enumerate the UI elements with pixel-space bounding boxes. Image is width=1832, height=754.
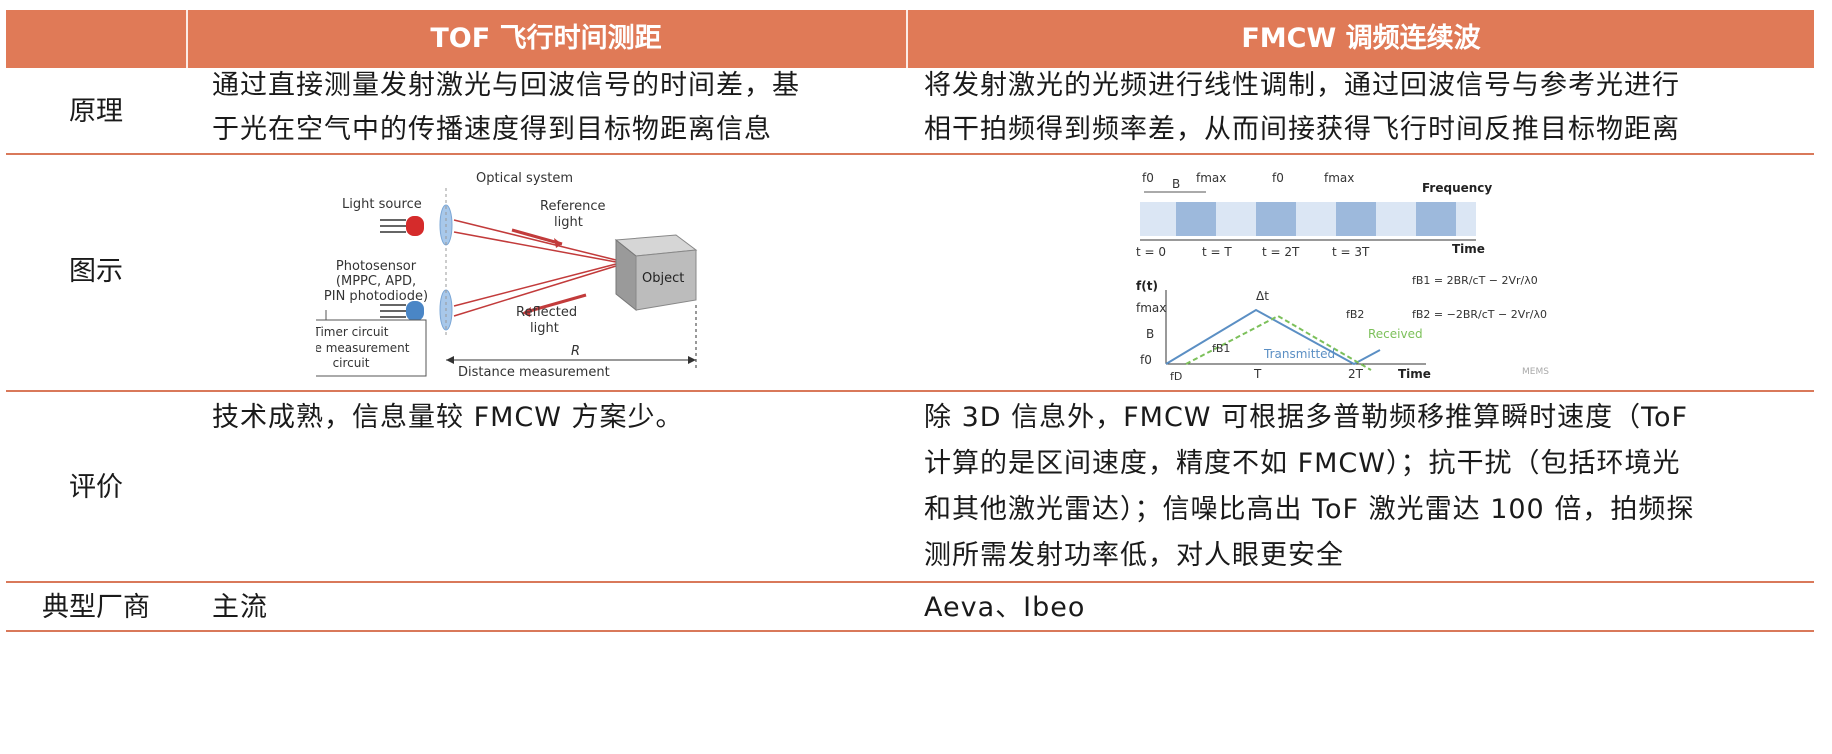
photosensor-label-3: PIN photodiode) xyxy=(324,289,428,304)
frequency-label: Frequency xyxy=(1422,181,1492,195)
tT-label: t = T xyxy=(1202,245,1232,259)
tof-diagram: Optical system Light source Reference li… xyxy=(316,171,698,380)
photosensor-led xyxy=(406,301,424,321)
header-divider xyxy=(906,10,908,68)
transmitted-label: Transmitted xyxy=(1263,347,1335,361)
t2T-label: t = 2T xyxy=(1262,245,1300,259)
f0-axis-label: f0 xyxy=(1140,353,1152,367)
timer-label-2: Time measurement xyxy=(316,341,410,355)
fb1-label: fB1 xyxy=(1212,342,1230,355)
fb2-label: fB2 xyxy=(1346,308,1364,321)
light-source-label: Light source xyxy=(342,197,422,212)
timer-label-3: circuit xyxy=(333,356,370,370)
evaluation-tof: 技术成熟，信息量较 FMCW 方案少。 xyxy=(212,402,684,433)
mems-watermark: MEMS xyxy=(1522,367,1549,377)
fmcw-diagram: f0 B fmax f0 fmax Frequency t = 0 t = T … xyxy=(1136,171,1549,383)
header-fmcw: FMCW 调频连续波 xyxy=(1241,23,1481,54)
time-axis-label: Time xyxy=(1398,367,1431,381)
light-source-led xyxy=(406,216,424,236)
evaluation-fmcw-line2: 计算的是区间速度，精度不如 FMCW）；抗干扰（包括环境光 xyxy=(924,448,1681,479)
range-r-label: R xyxy=(571,344,580,359)
principle-tof-line1: 通过直接测量发射激光与回波信号的时间差，基 xyxy=(212,70,800,101)
optical-system-label: Optical system xyxy=(476,171,573,186)
b-axis-label: B xyxy=(1146,327,1154,341)
t-axis-label: T xyxy=(1253,367,1262,381)
vendors-tof: 主流 xyxy=(212,592,268,623)
header-divider xyxy=(186,10,188,68)
t3T-label: t = 3T xyxy=(1332,245,1370,259)
row-label-principle: 原理 xyxy=(69,96,123,127)
row-label-diagram: 图示 xyxy=(69,256,123,287)
received-line xyxy=(1185,314,1372,371)
ft-label: f(t) xyxy=(1136,279,1158,293)
object-label: Object xyxy=(642,271,684,286)
principle-tof-line2: 于光在空气中的传播速度得到目标物距离信息 xyxy=(212,114,772,145)
row-label-evaluation: 评价 xyxy=(69,472,123,503)
reflected-light-label-2: light xyxy=(530,321,559,336)
evaluation-fmcw-line1: 除 3D 信息外，FMCW 可根据多普勒频移推算瞬时速度（ToF xyxy=(924,402,1689,433)
received-label: Received xyxy=(1368,327,1423,341)
delta-t-label: Δt xyxy=(1256,289,1269,303)
fd-label: fD xyxy=(1170,370,1182,383)
principle-fmcw-line1: 将发射激光的光频进行线性调制，通过回波信号与参考光进行 xyxy=(924,70,1680,101)
fmcw-f0-label: f0 xyxy=(1142,171,1154,185)
photosensor-label-2: (MPPC, APD, xyxy=(336,274,416,289)
row-divider xyxy=(6,390,1814,392)
fmcw-f0-label-2: f0 xyxy=(1272,171,1284,185)
2t-axis-label: 2T xyxy=(1348,367,1364,381)
transmitted-line xyxy=(1165,308,1381,366)
fmcw-fmax-label-2: fmax xyxy=(1324,171,1354,185)
distance-measurement-label: Distance measurement xyxy=(458,365,610,380)
time-label: Time xyxy=(1452,242,1485,256)
evaluation-fmcw-line4: 测所需发射功率低，对人眼更安全 xyxy=(924,540,1344,571)
reference-light-label-2: light xyxy=(554,215,583,230)
fmcw-fmax-label: fmax xyxy=(1196,171,1226,185)
fmcw-b-label: B xyxy=(1172,177,1180,191)
equation-fb1: fB1 = 2BR/cT − 2Vr/λ0 xyxy=(1412,274,1538,287)
row-divider xyxy=(6,581,1814,583)
table-header: TOF 飞行时间测距 FMCW 调频连续波 xyxy=(6,10,1814,68)
reflected-light-label-1: Reflected xyxy=(516,305,577,320)
row-label-vendors: 典型厂商 xyxy=(42,592,150,623)
table-bottom-border xyxy=(6,630,1814,632)
principle-fmcw-line2: 相干拍频得到频率差，从而间接获得飞行时间反推目标物距离 xyxy=(924,114,1680,145)
timer-circuit-box xyxy=(316,319,427,377)
t0-label: t = 0 xyxy=(1136,245,1166,259)
fmax-axis-label: fmax xyxy=(1136,301,1166,315)
vendors-fmcw: Aeva、Ibeo xyxy=(924,592,1086,623)
row-divider xyxy=(6,153,1814,155)
reference-light-label-1: Reference xyxy=(540,199,605,214)
header-tof: TOF 飞行时间测距 xyxy=(430,23,662,54)
object-cube xyxy=(635,249,697,311)
photosensor-label-1: Photosensor xyxy=(336,259,417,274)
equation-fb2: fB2 = −2BR/cT − 2Vr/λ0 xyxy=(1412,308,1547,321)
timer-label-1: Timer circuit xyxy=(316,325,389,339)
evaluation-fmcw-line3: 和其他激光雷达）；信噪比高出 ToF 激光雷达 100 倍，拍频探 xyxy=(924,494,1695,525)
